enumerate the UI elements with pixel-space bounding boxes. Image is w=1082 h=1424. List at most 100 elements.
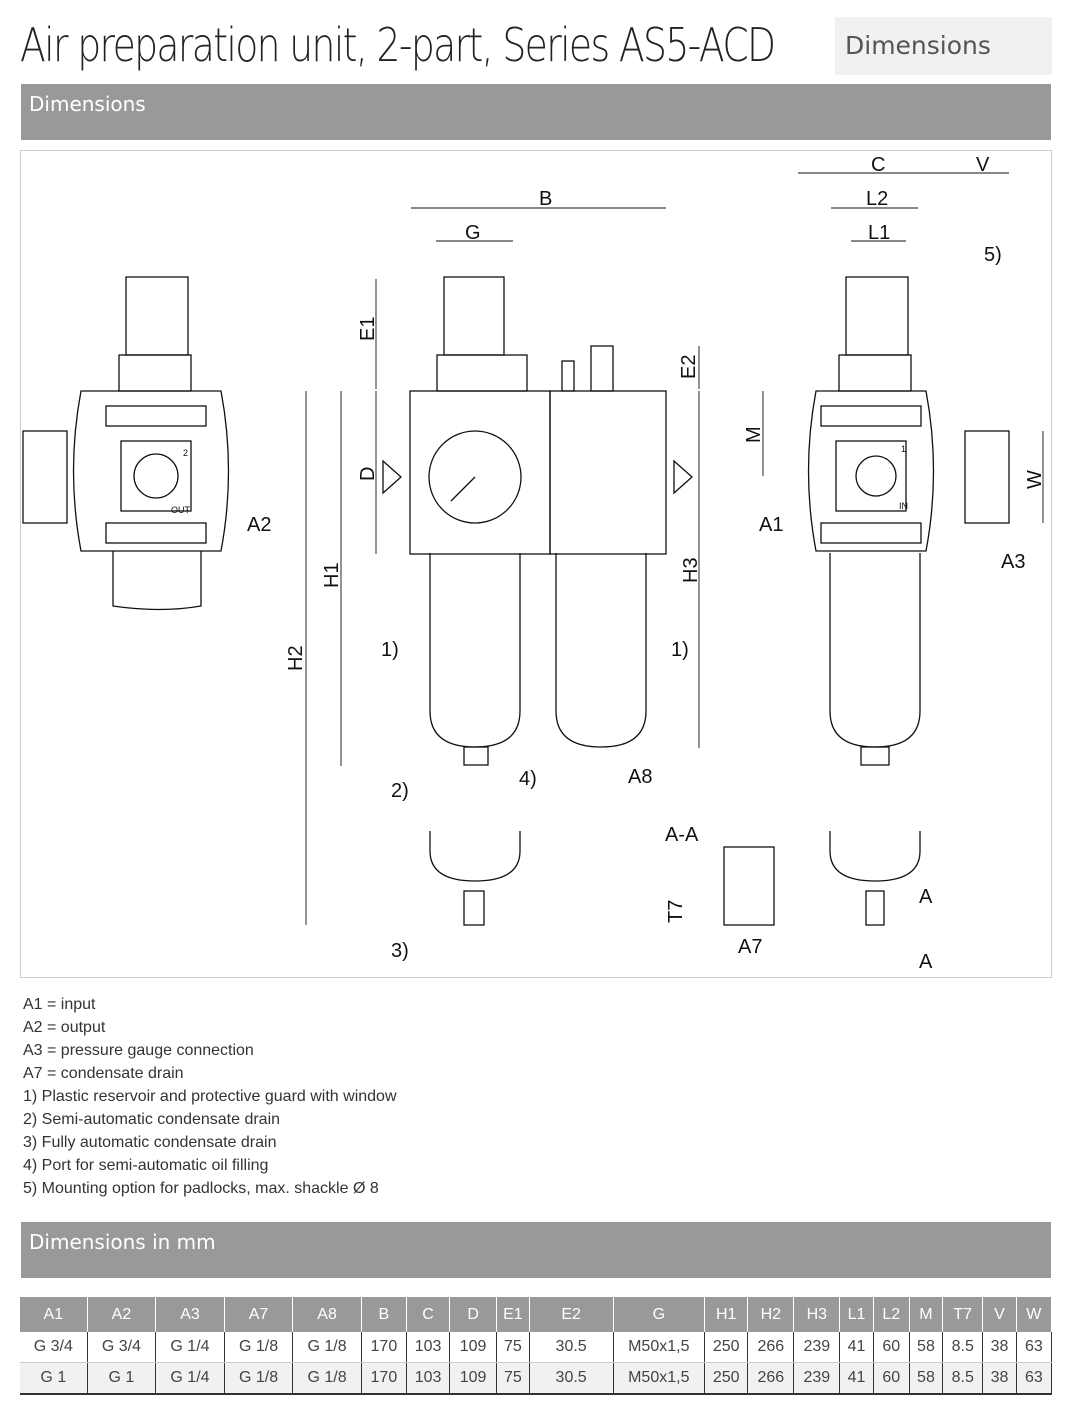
table-cell: 38 <box>982 1362 1017 1395</box>
table-cell: 239 <box>793 1332 841 1363</box>
table-cell: 103 <box>406 1332 451 1363</box>
table-cell: 63 <box>1016 1362 1053 1395</box>
label-L2: L2 <box>866 188 888 210</box>
column-header: A2 <box>87 1297 157 1332</box>
table-cell: G 1 <box>87 1362 157 1395</box>
column-header: B <box>361 1297 407 1332</box>
table-cell: 170 <box>361 1332 407 1363</box>
table-cell: 75 <box>496 1332 530 1363</box>
side-view-left <box>22 276 230 611</box>
label-A2: A2 <box>247 514 271 536</box>
table-cell: 58 <box>909 1362 944 1395</box>
label-H2: H2 <box>285 645 307 671</box>
table-cell: G 1/8 <box>224 1332 294 1363</box>
table-cell: 41 <box>839 1332 874 1363</box>
column-header: L2 <box>873 1297 910 1332</box>
label-C: C <box>871 154 885 176</box>
label-1-left: 1) <box>381 639 399 661</box>
label-B: B <box>539 188 552 210</box>
label-A8: A8 <box>628 766 652 788</box>
column-header: V <box>982 1297 1017 1332</box>
label-3: 3) <box>391 940 409 962</box>
table-cell: 239 <box>793 1362 841 1395</box>
table-cell: 170 <box>361 1362 407 1395</box>
table-cell: 75 <box>496 1362 530 1395</box>
column-header: A7 <box>224 1297 294 1332</box>
label-H1: H1 <box>321 562 343 588</box>
table-cell: G 1/4 <box>155 1362 225 1395</box>
table-cell: G 3/4 <box>20 1332 88 1363</box>
column-header: E2 <box>529 1297 614 1332</box>
label-T7: T7 <box>665 900 687 923</box>
table-cell: 58 <box>909 1332 944 1363</box>
section-tag: Dimensions <box>835 17 1052 75</box>
label-H3: H3 <box>680 557 702 583</box>
table-cell: 30.5 <box>529 1332 614 1363</box>
side-view-right <box>723 276 1010 926</box>
page-title: Air preparation unit, 2-part, Series AS5… <box>20 18 776 72</box>
label-A-lower: A <box>919 951 933 973</box>
legend: A1 = input A2 = output A3 = pressure gau… <box>23 993 397 1200</box>
column-header: D <box>449 1297 498 1332</box>
legend-item: 4) Port for semi-automatic oil filling <box>23 1157 269 1174</box>
table-cell: 8.5 <box>942 1332 984 1363</box>
label-W: W <box>1024 470 1046 489</box>
column-header: L1 <box>839 1297 874 1332</box>
label-2: 2) <box>391 780 409 802</box>
table-cell: 63 <box>1016 1332 1053 1363</box>
legend-item: 3) Fully automatic condensate drain <box>23 1134 277 1151</box>
label-AA: A-A <box>665 824 699 846</box>
label-D: D <box>357 467 379 481</box>
section-header-dimensions: Dimensions <box>21 84 1051 140</box>
column-header: E1 <box>496 1297 530 1332</box>
label-A-upper: A <box>919 886 933 908</box>
label-L1: L1 <box>868 222 890 244</box>
label-port-2: 2 <box>183 448 188 458</box>
column-header: A1 <box>20 1297 88 1332</box>
legend-item: 5) Mounting option for padlocks, max. sh… <box>23 1180 379 1197</box>
table-cell: 41 <box>839 1362 874 1395</box>
table-cell: 266 <box>747 1332 795 1363</box>
table-cell: G 3/4 <box>87 1332 157 1363</box>
dimension-lines <box>305 172 1044 925</box>
table-cell: 60 <box>873 1362 910 1395</box>
table-cell: 30.5 <box>529 1362 614 1395</box>
dimension-drawing: B G E1 E2 D H1 H2 H3 1) 1) 2) 3) 4) 5) A… <box>20 150 1052 978</box>
column-header: H3 <box>793 1297 841 1332</box>
column-header: H2 <box>747 1297 795 1332</box>
label-G: G <box>465 222 481 244</box>
column-header: T7 <box>942 1297 984 1332</box>
label-port-1: 1 <box>901 444 906 454</box>
table-cell: G 1/8 <box>224 1362 294 1395</box>
table-cell: G 1 <box>20 1362 88 1395</box>
table-cell: 103 <box>406 1362 451 1395</box>
table-cell: M50x1,5 <box>613 1332 706 1363</box>
label-A7: A7 <box>738 936 762 958</box>
table-cell: 250 <box>704 1332 749 1363</box>
table-cell: M50x1,5 <box>613 1362 706 1395</box>
column-header: A8 <box>292 1297 362 1332</box>
table-cell: 109 <box>449 1362 498 1395</box>
table-cell: G 1/8 <box>292 1332 362 1363</box>
table-cell: G 1/8 <box>292 1362 362 1395</box>
label-E1: E1 <box>357 317 379 341</box>
label-V: V <box>976 154 990 176</box>
front-view-center <box>382 276 693 926</box>
label-M: M <box>743 426 765 443</box>
label-E2: E2 <box>678 355 700 379</box>
legend-item: 1) Plastic reservoir and protective guar… <box>23 1088 397 1105</box>
table-cell: 250 <box>704 1362 749 1395</box>
column-header: W <box>1016 1297 1053 1332</box>
legend-item: A1 = input <box>23 996 96 1013</box>
table-cell: G 1/4 <box>155 1332 225 1363</box>
column-header: A3 <box>155 1297 225 1332</box>
column-header: M <box>909 1297 944 1332</box>
label-A3: A3 <box>1001 551 1025 573</box>
column-header: H1 <box>704 1297 749 1332</box>
legend-item: A7 = condensate drain <box>23 1065 184 1082</box>
label-5: 5) <box>984 244 1002 266</box>
table-cell: 266 <box>747 1362 795 1395</box>
